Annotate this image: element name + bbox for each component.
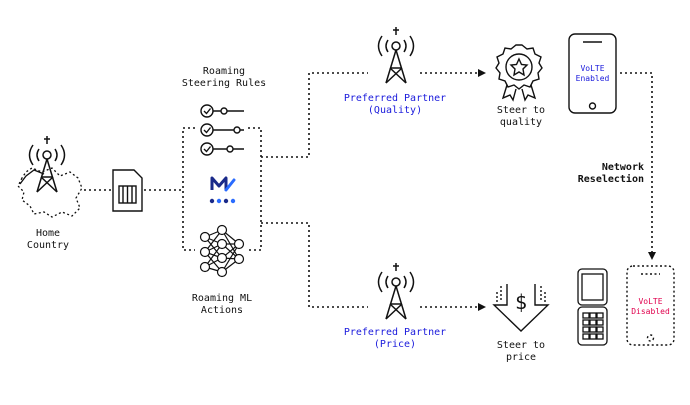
home-country-label: Home Country	[27, 228, 69, 252]
neural-network-icon	[199, 224, 245, 278]
partner-quality-label: Preferred Partner (Quality)	[344, 93, 446, 117]
steering-rules-label: Roaming Steering Rules	[182, 66, 266, 90]
partner-price-label-line1: Preferred Partner	[343, 327, 447, 338]
partner-quality-label-line2: (Quality)	[367, 105, 423, 116]
antenna-tower-icon	[28, 136, 66, 193]
ml-actions-label-line2: Actions	[200, 305, 244, 316]
partner-price-label-line2: (Price)	[373, 339, 417, 350]
sim-card-icon	[112, 169, 143, 212]
smartphone-icon	[568, 33, 617, 114]
network-reselection-label: Network Reselection	[566, 162, 644, 186]
connector-to-price-partner	[261, 222, 368, 308]
ml-actions-label: Roaming ML Actions	[192, 293, 252, 317]
steering-rules-label-line2: Steering Rules	[181, 78, 267, 89]
steer-quality-label-line2: quality	[499, 117, 543, 128]
antenna-tower-icon	[377, 263, 415, 320]
rules-bracket	[182, 127, 262, 251]
steering-rules-label-line1: Roaming	[202, 66, 246, 77]
volte-enabled-label: VoLTE Enabled	[576, 64, 610, 84]
volte-disabled-label-line1: VoLTE	[638, 297, 663, 306]
arrow-network-reselection	[620, 72, 656, 260]
partner-price-label: Preferred Partner (Price)	[344, 327, 446, 351]
volte-disabled-label-line2: Disabled	[631, 307, 670, 316]
volte-enabled-label-line1: VoLTE	[580, 64, 605, 73]
home-country-label-line1: Home	[35, 228, 61, 239]
partner-quality-label-line1: Preferred Partner	[343, 93, 447, 104]
keypad	[582, 312, 604, 340]
connector-to-quality-partner	[261, 72, 368, 158]
home-country-map-icon	[17, 167, 83, 218]
network-reselection-label-line2: Reselection	[577, 174, 644, 185]
nn-edges	[204, 229, 240, 273]
feature-phone-icon	[577, 268, 608, 346]
steer-price-label: Steer to price	[497, 340, 545, 364]
smartphone-disabled-icon	[626, 265, 675, 346]
home-country-label-line2: Country	[26, 240, 70, 251]
arrow-to-steer-price	[420, 303, 486, 311]
volte-disabled-label: VoLTE Disabled	[631, 297, 670, 317]
steer-quality-label: Steer to quality	[497, 105, 545, 129]
award-badge-icon	[495, 44, 543, 102]
arrow-to-steer-quality	[420, 69, 486, 77]
checklist-slider-icon	[200, 104, 244, 156]
steer-quality-label-line1: Steer to	[496, 105, 546, 116]
antenna-tower-icon	[377, 27, 415, 84]
ml-actions-label-line1: Roaming ML	[191, 293, 253, 304]
volte-enabled-label-line2: Enabled	[575, 74, 610, 83]
nn-nodes	[199, 224, 245, 278]
network-reselection-label-line1: Network	[601, 162, 644, 173]
steer-price-label-line2: price	[505, 352, 537, 363]
price-arrow-icon: $	[492, 284, 550, 332]
svg-text:$: $	[515, 290, 527, 314]
ml-logo-icon	[209, 176, 236, 204]
steer-price-label-line1: Steer to	[496, 340, 546, 351]
